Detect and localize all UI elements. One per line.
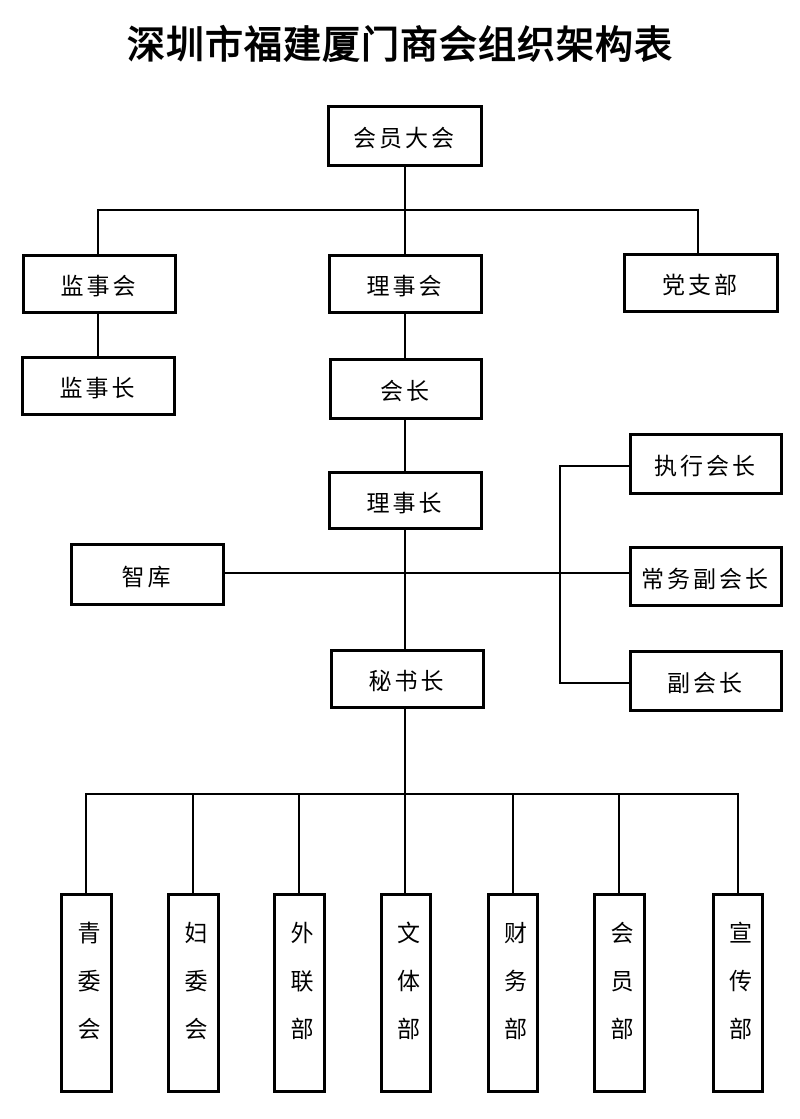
connector-drop-youth [85,793,87,894]
connector-bus-supervisory [97,209,99,255]
node-membership-dept: 会员部 [593,893,646,1093]
connector-level2-bus [97,209,699,211]
connector-chairman-secretary [404,529,406,650]
node-finance-dept: 财务部 [487,893,539,1093]
node-external-liaison-dept-label: 外联部 [287,921,312,1065]
node-president: 会长 [329,358,483,420]
node-publicity-dept-label: 宣传部 [725,921,751,1065]
node-finance-dept-label: 财务部 [500,921,526,1065]
node-chief-supervisor: 监事长 [21,356,176,416]
node-member-assembly: 会员大会 [327,105,483,167]
connector-drop-external [298,793,300,894]
connector-drop-membership [618,793,620,894]
connector-drop-finance [512,793,514,894]
node-publicity-dept: 宣传部 [712,893,764,1093]
node-women-committee-label: 妇委会 [181,921,206,1065]
node-standing-vice-president: 常务副会长 [629,546,783,607]
connector-drop-publicity [737,793,739,894]
node-council: 理事会 [328,254,483,314]
node-youth-committee-label: 青委会 [74,921,99,1065]
connector-assembly-down [404,167,406,210]
connector-bus-vicepresident [559,682,630,684]
connector-bus-council [404,209,406,255]
connector-bottom-bus [85,793,739,795]
connector-bus-executive [559,465,630,467]
connector-drop-culture [404,793,406,894]
node-think-tank: 智库 [70,543,225,606]
connector-bus-party [697,209,699,254]
node-party-branch: 党支部 [623,253,779,313]
connector-right-bus [559,465,561,684]
node-secretary-general: 秘书长 [330,649,485,709]
node-culture-sports-dept-label: 文体部 [393,921,419,1065]
page-title: 深圳市福建厦门商会组织架构表 [126,25,673,67]
node-external-liaison-dept: 外联部 [273,893,326,1093]
connector-president-chairman [404,419,406,472]
connector-thinktank-standingvp [224,572,630,574]
node-youth-committee: 青委会 [60,893,113,1093]
node-women-committee: 妇委会 [167,893,220,1093]
node-vice-president: 副会长 [629,650,783,712]
node-supervisory-board: 监事会 [22,254,177,314]
connector-supervisory-chief [97,313,99,357]
node-culture-sports-dept: 文体部 [380,893,432,1093]
connector-drop-women [192,793,194,894]
node-council-chairman: 理事长 [328,471,483,530]
node-membership-dept-label: 会员部 [607,921,632,1065]
node-executive-president: 执行会长 [629,433,783,495]
connector-council-president [404,313,406,359]
connector-secretary-down [404,708,406,795]
